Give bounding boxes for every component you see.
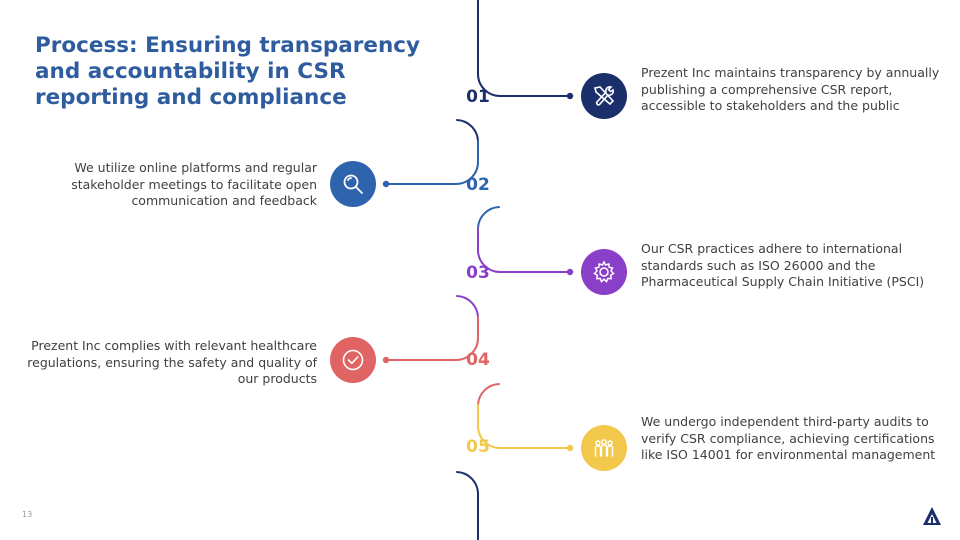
- step-4-badge: [330, 337, 376, 383]
- timeline-segment-1: [477, 0, 570, 97]
- step-number-4: 04: [466, 350, 490, 370]
- connector-dot-5: [566, 444, 574, 452]
- timeline-arc-4: [477, 383, 500, 406]
- step-3-description: Our CSR practices adhere to internationa…: [641, 241, 925, 289]
- step-3-badge: [581, 249, 627, 295]
- timeline-segment-3: [477, 227, 570, 273]
- timeline-segment-5: [477, 404, 570, 449]
- step-5-description: We undergo independent third-party audit…: [641, 414, 936, 462]
- step-number-3: 03: [466, 263, 490, 283]
- search-icon: [343, 174, 363, 194]
- team-icon: [594, 439, 614, 457]
- page-number: 13: [22, 510, 33, 519]
- step-2-description: We utilize online platforms and regular …: [71, 160, 317, 208]
- connector-dot-1: [566, 92, 574, 100]
- timeline-segment-4: [386, 316, 479, 361]
- checkmark-icon: [342, 349, 364, 371]
- step-1-description: Prezent Inc maintains transparency by an…: [641, 65, 940, 113]
- timeline-arc-3: [456, 295, 479, 318]
- timeline-arc-5: [456, 471, 479, 494]
- step-5-badge: [581, 425, 627, 471]
- step-2-badge: [330, 161, 376, 207]
- connector-dot-4: [382, 356, 390, 364]
- timeline-segment-2: [386, 140, 479, 185]
- gear-icon: [593, 260, 615, 283]
- connector-dot-3: [566, 268, 574, 276]
- timeline-arc-1: [456, 119, 479, 142]
- timeline-arc-2: [477, 206, 500, 229]
- step-number-1: 01: [466, 87, 490, 107]
- page-title: Process: Ensuring transparency and accou…: [35, 33, 435, 111]
- title-line: reporting and compliance: [35, 85, 347, 110]
- step-number-2: 02: [466, 175, 490, 195]
- connector-dot-2: [382, 180, 390, 188]
- title-line: Process: Ensuring transparency: [35, 33, 421, 58]
- title-line: and accountability in CSR: [35, 59, 346, 84]
- company-logo: [923, 507, 941, 525]
- step-4-description: Prezent Inc complies with relevant healt…: [27, 338, 317, 386]
- tools-icon: [594, 86, 615, 106]
- step-1-badge: [581, 73, 627, 119]
- step-number-5: 05: [466, 437, 490, 457]
